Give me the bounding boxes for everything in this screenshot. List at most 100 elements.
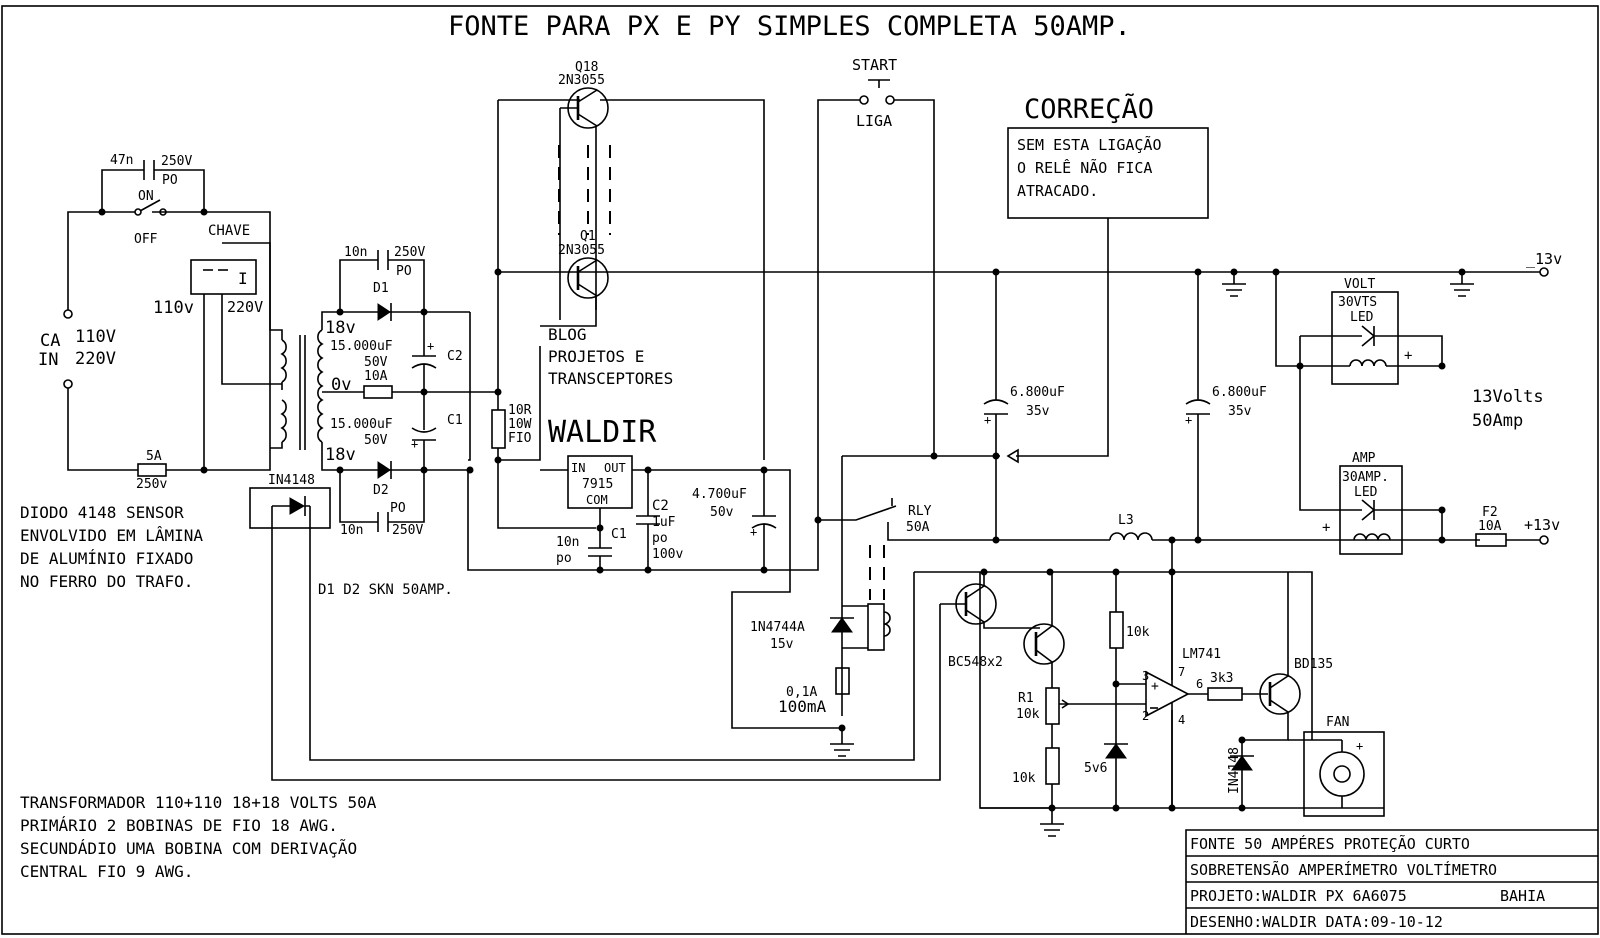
svg-text:30AMP.: 30AMP.	[1342, 470, 1389, 485]
q1-label: Q1	[580, 229, 596, 244]
svg-text:TRANSCEPTORES: TRANSCEPTORES	[548, 369, 673, 388]
svg-text:100mA: 100mA	[778, 697, 827, 716]
svg-text:SEM ESTA LIGAÇÃO: SEM ESTA LIGAÇÃO	[1017, 135, 1162, 154]
d2-label: D2	[373, 483, 389, 498]
svg-text:4.700uF: 4.700uF	[692, 487, 747, 502]
voltmeter-30v	[1331, 291, 1399, 385]
start-relay-section: START LIGA RLY 50A 1N4744A 15v 0,1A 100m…	[750, 56, 1000, 757]
svg-text:+: +	[1404, 348, 1412, 364]
svg-text:5v6: 5v6	[1084, 761, 1107, 776]
bc548-label: BC548x2	[948, 655, 1003, 670]
svg-text:po: po	[556, 551, 572, 566]
svg-text:1N4744A: 1N4744A	[750, 620, 805, 635]
start-button	[859, 95, 869, 105]
svg-text:PRIMÁRIO 2 BOBINAS DE FIO 18 A: PRIMÁRIO 2 BOBINAS DE FIO 18 AWG.	[20, 816, 338, 835]
fuse-f2	[1475, 533, 1507, 547]
svg-text:FIO: FIO	[508, 431, 532, 446]
output-plus-13v: +13v	[1524, 516, 1560, 534]
svg-text:6.800uF: 6.800uF	[1212, 385, 1267, 400]
svg-text:IN: IN	[571, 461, 585, 475]
svg-text:15v: 15v	[770, 637, 794, 652]
svg-text:IN4148: IN4148	[268, 473, 315, 488]
fan-motor	[1303, 731, 1385, 817]
svg-text:IN4148: IN4148	[1227, 747, 1242, 794]
svg-text:PO: PO	[396, 264, 412, 279]
notes: DIODO 4148 SENSOR ENVOLVIDO EM LÂMINA DE…	[20, 503, 377, 881]
fan-control-section: BC548x2 IN4148 R1 10k 10k 10k 5v6 LM741 …	[249, 473, 1385, 837]
svg-text:5A: 5A	[146, 449, 162, 464]
drawing-frame	[1, 5, 1599, 935]
svg-text:2: 2	[1142, 709, 1149, 723]
svg-text:DESENHO:WALDIR DATA:09-10-12: DESENHO:WALDIR DATA:09-10-12	[1190, 913, 1443, 931]
svg-text:10A: 10A	[1478, 519, 1502, 534]
svg-text:250V: 250V	[394, 245, 425, 260]
svg-text:DE ALUMÍNIO FIXADO: DE ALUMÍNIO FIXADO	[20, 549, 193, 568]
svg-text:COM: COM	[586, 493, 608, 507]
svg-text:OUT: OUT	[604, 461, 626, 475]
svg-text:6.800uF: 6.800uF	[1010, 385, 1065, 400]
svg-text:SECUNDÁDIO UMA BOBINA COM DERI: SECUNDÁDIO UMA BOBINA COM DERIVAÇÃO	[20, 839, 357, 858]
potentiometer-r1	[1045, 687, 1060, 725]
svg-text:CENTRAL FIO 9 AWG.: CENTRAL FIO 9 AWG.	[20, 862, 193, 881]
svg-text:LED: LED	[1350, 310, 1374, 325]
svg-text:BD135: BD135	[1294, 657, 1333, 672]
q18-type: 2N3055	[558, 73, 605, 88]
meters-section: VOLT 30VTS LED + AMP 30AMP. LED +	[1275, 272, 1446, 555]
svg-text:C1: C1	[447, 413, 463, 428]
pass-transistors: 10R 10W FIO Q18 2N3055 Q1 2N3055 BLOG PR…	[466, 60, 996, 529]
sensor-diode-in4148	[249, 487, 331, 529]
rectifier-section: D1 D2 10n 250V PO 10n PO 250V C2 + 15.00…	[318, 245, 498, 598]
svg-text:10n: 10n	[344, 245, 367, 260]
svg-text:LED: LED	[1354, 485, 1378, 500]
correcao-title: CORREÇÃO	[1024, 93, 1154, 125]
svg-text:250v: 250v	[136, 477, 167, 492]
svg-text:18v: 18v	[325, 318, 356, 338]
output-minus-13v: _13v	[1526, 250, 1562, 268]
svg-text:VOLT: VOLT	[1344, 277, 1375, 292]
regulator-7915	[567, 455, 633, 509]
svg-text:+: +	[427, 339, 434, 353]
q18-label: Q18	[575, 60, 598, 75]
svg-text:3: 3	[1142, 669, 1149, 683]
svg-text:BAHIA: BAHIA	[1500, 887, 1545, 905]
svg-text:7: 7	[1178, 665, 1185, 679]
transistor-bd135	[1259, 673, 1301, 715]
fuse-5a	[137, 463, 167, 477]
svg-text:+: +	[1185, 413, 1192, 427]
svg-text:10A: 10A	[364, 369, 388, 384]
svg-text:PO: PO	[162, 173, 178, 188]
in-label: IN	[38, 350, 58, 370]
svg-text:35v: 35v	[1228, 404, 1252, 419]
author-waldir: WALDIR	[548, 415, 657, 450]
svg-text:FAN: FAN	[1326, 715, 1349, 730]
q1-type: 2N3055	[558, 243, 605, 258]
svg-text:50V: 50V	[364, 355, 388, 370]
v220-label: 220V	[227, 298, 263, 316]
svg-text:18v: 18v	[325, 445, 356, 465]
voltage-selector-switch	[190, 259, 257, 295]
svg-text:0,1A: 0,1A	[786, 685, 817, 700]
svg-text:ATRACADO.: ATRACADO.	[1017, 182, 1098, 200]
fuse-10a-center	[363, 385, 393, 399]
svg-text:0v: 0v	[331, 375, 351, 395]
svg-text:10R: 10R	[508, 403, 532, 418]
svg-text:LM741: LM741	[1182, 647, 1221, 662]
ca-label: CA	[40, 331, 60, 351]
svg-text:I: I	[238, 269, 248, 288]
svg-text:10W: 10W	[508, 417, 532, 432]
diode-note-d1d2: D1 D2 SKN 50AMP.	[318, 582, 453, 598]
svg-text:15.000uF: 15.000uF	[330, 339, 393, 354]
opamp-lm741	[1145, 670, 1190, 718]
regulator-section: IN OUT 7915 COM C1 10n po C2 1uF po 100v…	[467, 99, 860, 729]
liga-label: LIGA	[856, 112, 892, 130]
svg-text:+: +	[411, 437, 418, 451]
svg-text:15.000uF: 15.000uF	[330, 417, 393, 432]
svg-text:C2: C2	[447, 349, 463, 364]
svg-text:7915: 7915	[582, 477, 613, 492]
svg-text:47n: 47n	[110, 153, 133, 168]
title-block: FONTE 50 AMPÉRES PROTEÇÃO CURTO SOBRETEN…	[1185, 829, 1598, 934]
svg-text:50v: 50v	[710, 505, 734, 520]
svg-text:AMP: AMP	[1352, 451, 1376, 466]
chave-label: CHAVE	[208, 223, 250, 239]
